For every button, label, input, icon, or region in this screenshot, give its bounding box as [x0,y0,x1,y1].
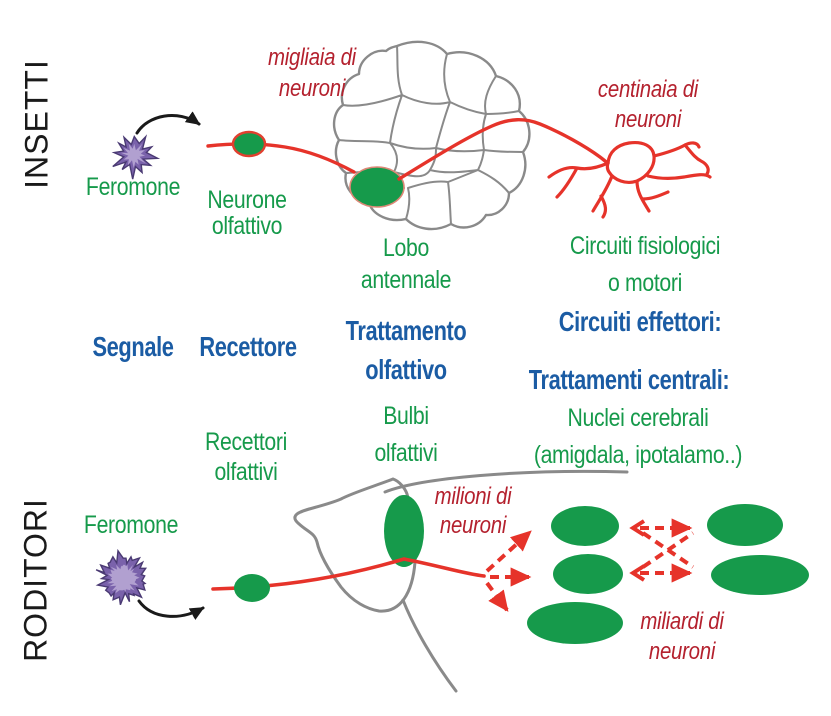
section-label-insetti: INSETTI [18,59,55,189]
label-trattamenti-centrali: Trattamenti centrali: [528,364,730,395]
label-lobo-antennale: Lobo antennale [360,234,452,294]
chevron-left-top [629,519,646,537]
divergence-arrows [485,530,532,612]
nucleus-oval [707,504,783,546]
insect-signal-arrow [135,111,201,135]
insect-axon-line [206,142,356,174]
chevron-left-bottom [629,564,646,582]
rodent-receptor-soma [234,574,270,602]
label-circuiti-effettori: Circuiti effettori: [558,306,722,337]
label-migliaia-di-neuroni: migliaia di neuroni [268,44,356,102]
nucleus-oval [527,602,623,644]
label-circuiti-fisiologici: Circuiti fisiologici o motori [569,232,721,297]
insect-receptor-soma [231,130,267,158]
label-recettore: Recettore [199,331,297,362]
nucleus-oval [711,555,809,595]
label-milioni-di-neuroni: milioni di neuroni [434,483,512,539]
pheromone-urchin-core [107,564,140,594]
label-centinaia-di-neuroni: centinaia di neuroni [597,76,699,133]
brain-nuclei [527,504,809,644]
pheromone-burst-core [120,143,146,169]
label-feromone-roditori: Feromone [83,511,179,539]
nucleus-oval [551,506,619,546]
effector-arborization [547,140,712,219]
label-nuclei-cerebrali: Nuclei cerebrali (amigdala, ipotalamo..) [533,404,743,469]
label-bulbi-olfattivi: Bulbi olfattivi [374,402,438,467]
label-recettori-olfattivi: Recettori olfattivi [205,428,287,486]
label-miliardi-di-neuroni: miliardi di neuroni [640,608,724,665]
rodent-signal-arrow [137,599,205,620]
label-segnale: Segnale [92,331,174,362]
antennal-lobe-glomerulus [349,166,405,208]
cortex-top-line [383,469,629,494]
rodent-axon-line [211,557,486,591]
label-feromone-insetti: Feromone [85,173,181,201]
insect-projection-axon [397,118,610,181]
section-label-roditori: RODITORI [17,498,54,662]
brainstem-line [401,598,458,693]
nucleus-oval [553,554,623,594]
cross-connections [629,518,695,583]
label-neurone-olfattivo: Neurone olfattivo [207,186,287,240]
label-trattamento-olfattivo: Trattamento olfattivo [345,315,467,385]
olfactory-bulb [384,495,424,567]
